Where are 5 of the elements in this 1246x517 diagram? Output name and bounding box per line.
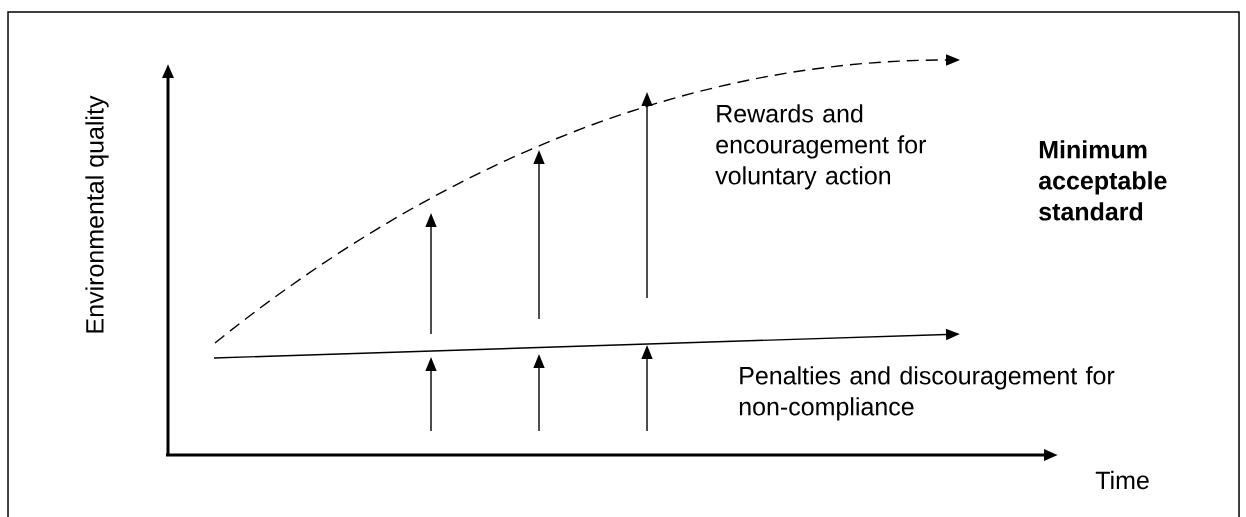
annotation-text: Minimum acceptable standard [1038,140,1167,221]
axis-label: Time [1095,470,1149,490]
annotation-text: Rewards and encouragement for voluntary action [715,104,926,190]
annotation-text: Penalties and discouragement for non-compliance [739,366,1115,421]
axis-label: Environmental quality [85,95,109,333]
